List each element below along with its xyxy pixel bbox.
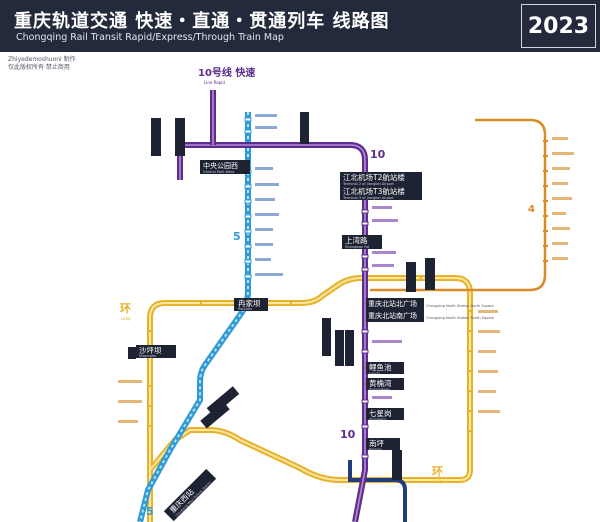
station-shapingba-label-en: Shapingba	[139, 354, 156, 358]
header-banner: 重庆轨道交通 快速・直通・贯通列车 线路图 Chongqing Rail Tra…	[0, 0, 600, 52]
line10-label-en: Line Rapid	[204, 80, 225, 85]
station-chongbei-s-label: 重庆北站南广场	[368, 311, 417, 320]
loop-label-right-en: Loop	[433, 479, 443, 484]
page-subtitle: Chongqing Rail Transit Rapid/Express/Thr…	[16, 32, 284, 43]
line-4	[370, 118, 547, 292]
station-ranjiaba[interactable]: 冉家坝 Ranjiaba	[234, 298, 268, 311]
station-huangjiawan[interactable]: 黄桷湾 Huangjuewan	[366, 378, 404, 391]
loop-badge-left: 环 Loop	[120, 302, 131, 321]
station-chongbei-n-label-en: Chongqing North Station North Square	[426, 304, 494, 308]
station-t3-label-en: Terminal 3 of Jiangbei Airport	[342, 196, 394, 200]
loop-label-left: 环	[120, 302, 131, 315]
station-liyuchi-label: 鲤鱼池	[369, 362, 392, 372]
line4-station-ticks	[543, 140, 548, 262]
minor-station-text-strokes-orange	[118, 137, 574, 423]
station-nanping[interactable]: 南坪 Nanping	[366, 438, 400, 451]
line10-badge-bottom: 10	[340, 428, 356, 441]
station-shangwan-label: 上湾路	[345, 235, 368, 245]
loop-label-left-en: Loop	[121, 316, 131, 321]
station-shangwan-label-en: Shangwan Rd	[345, 245, 369, 249]
station-chongqingxi[interactable]: 重庆西站 Chongqing West Railway Station	[163, 468, 217, 522]
station-liyuchi-label-en: Liyuchi	[369, 371, 380, 375]
line10-badge: 10	[370, 148, 386, 161]
page-title: 重庆轨道交通 快速・直通・贯通列车 线路图	[14, 11, 390, 32]
station-t2-label-en: Terminal 2 of Jiangbei Airport	[342, 182, 394, 186]
line10-label: 10号线 快速	[198, 66, 255, 79]
station-nanping-label: 南坪	[369, 438, 384, 448]
loop-station-ticks	[147, 275, 473, 432]
year-badge: 2023	[521, 4, 596, 48]
line5-badge-bottom: 5	[146, 505, 154, 518]
station-chongbei-s[interactable]: 重庆北站南广场 Chongqing North Station South Sq…	[366, 310, 494, 322]
station-qixingang[interactable]: 七星岗 Qixinggang	[366, 408, 404, 421]
station-ranjiaba-label-en: Ranjiaba	[238, 307, 252, 311]
minor-station-boxes	[128, 112, 435, 480]
station-shapingba-label: 沙坪坝	[139, 346, 162, 355]
loop-badge-right: 环 Loop	[432, 465, 443, 484]
station-liyuchi[interactable]: 鲤鱼池 Liyuchi	[366, 362, 404, 375]
minor-station-text-strokes	[255, 114, 283, 276]
station-huangjiawan-label: 黄桷湾	[369, 378, 392, 388]
station-zhongyang[interactable]: 中央公园西 Central Park West	[200, 160, 250, 174]
line5-badge: 5	[233, 230, 241, 243]
station-shangwan[interactable]: 上湾路 Shangwan Rd	[342, 235, 382, 249]
station-qixingang-label-en: Qixinggang	[369, 417, 386, 421]
line4-badge: 4	[528, 204, 535, 215]
station-qixingang-label: 七星岗	[369, 409, 392, 418]
station-t3[interactable]: 江北机场T3航站楼 Terminal 3 of Jiangbei Airport	[340, 186, 422, 200]
station-chongbei-n-label: 重庆北站北广场	[368, 299, 417, 308]
station-shapingba[interactable]: 沙坪坝 Shapingba	[136, 345, 176, 358]
minor-station-text-strokes-purple	[372, 206, 402, 399]
line10-badge-top: 10号线 快速 Line Rapid	[198, 66, 255, 85]
loop-label-right: 环	[432, 465, 443, 478]
station-zhongyang-label: 中央公园西	[203, 161, 238, 170]
station-ranjiaba-label: 冉家坝	[238, 298, 261, 308]
station-t3-label: 江北机场T3航站楼	[343, 186, 405, 196]
station-zhongyang-label-en: Central Park West	[203, 170, 235, 174]
station-chongbei-n[interactable]: 重庆北站北广场 Chongqing North Station North Sq…	[366, 298, 494, 310]
station-t2[interactable]: 江北机场T2航站楼 Terminal 2 of Jiangbei Airport	[340, 172, 422, 186]
station-huangjiawan-label-en: Huangjuewan	[369, 387, 390, 391]
credit-line-2: 仅此版权所有·禁止商用	[8, 64, 70, 71]
station-chongbei-s-label-en: Chongqing North Station South Square	[426, 316, 494, 320]
station-nanping-label-en: Nanping	[369, 447, 382, 451]
line-10	[177, 90, 368, 522]
station-t2-label: 江北机场T2航站楼	[343, 172, 405, 182]
credit-line-1: Zhiyedemoshuoni 制作	[8, 56, 76, 63]
credit-note: Zhiyedemoshuoni 制作 仅此版权所有·禁止商用	[8, 56, 76, 72]
loop-line	[147, 275, 473, 522]
